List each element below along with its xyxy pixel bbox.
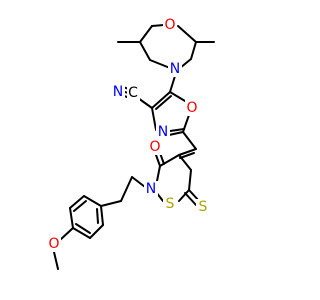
thione-sulfur-label: S: [199, 199, 208, 215]
bond: [169, 91, 186, 102]
bond: [83, 195, 102, 207]
bond: [151, 91, 171, 109]
bond: [137, 97, 153, 109]
label-bg: [163, 17, 177, 33]
bond: [139, 41, 151, 61]
bond: [131, 176, 146, 188]
bond: [96, 208, 99, 224]
bond: [151, 107, 157, 131]
label-bg: [163, 196, 177, 212]
label-bg: [185, 100, 199, 116]
bond: [169, 75, 176, 93]
bond: [178, 148, 197, 156]
label-bg: [47, 236, 61, 252]
label-bg: [127, 85, 140, 101]
label-bg: [156, 124, 170, 140]
morpholine-nitrogen-label: N: [170, 61, 180, 77]
bond: [149, 59, 171, 69]
bond: [179, 152, 195, 159]
label-bg: [168, 61, 182, 77]
atom-label-layer: O N N C O N O N S S O: [47, 17, 210, 252]
molecule-canvas: O N N C O N O N S S O: [47, 17, 215, 270]
bond: [59, 227, 74, 241]
bond: [75, 223, 91, 234]
bond: [72, 227, 91, 239]
bond: [155, 154, 161, 167]
morpholine-oxygen-label: O: [164, 17, 175, 33]
thiazolidine-nitrogen-label: N: [146, 181, 156, 197]
carbonyl-oxygen-label: O: [149, 139, 160, 155]
bond: [184, 192, 197, 206]
structure-svg: O N N C O N O N S S O: [47, 17, 215, 270]
label-bg: [112, 84, 125, 100]
nitrile-carbon-label: C: [128, 85, 138, 101]
oxazole-nitrogen-label: N: [158, 124, 168, 140]
bond: [100, 205, 104, 226]
bond: [178, 154, 192, 171]
label-bg: [148, 139, 162, 155]
bond: [190, 41, 197, 60]
bond: [120, 176, 133, 202]
bond-layer: [53, 24, 215, 270]
bond: [69, 207, 74, 229]
label-bg: [196, 199, 210, 215]
bond: [178, 189, 190, 202]
bond: [151, 24, 165, 27]
bond: [155, 95, 172, 110]
oxazole-oxygen-label: O: [186, 100, 197, 116]
bond: [53, 251, 59, 270]
nitrile-nitrogen-label: N: [113, 84, 123, 100]
bond: [188, 169, 192, 191]
bond: [168, 131, 184, 136]
bond: [69, 195, 85, 209]
bond: [100, 200, 122, 207]
bond: [177, 25, 197, 43]
ring-sulfur-label: S: [166, 196, 175, 212]
methoxy-oxygen-label: O: [48, 236, 59, 252]
bond: [182, 131, 197, 150]
bond: [169, 128, 185, 132]
bond: [73, 200, 87, 212]
label-bg: [144, 181, 158, 197]
bond: [89, 224, 104, 239]
bond: [139, 25, 153, 43]
